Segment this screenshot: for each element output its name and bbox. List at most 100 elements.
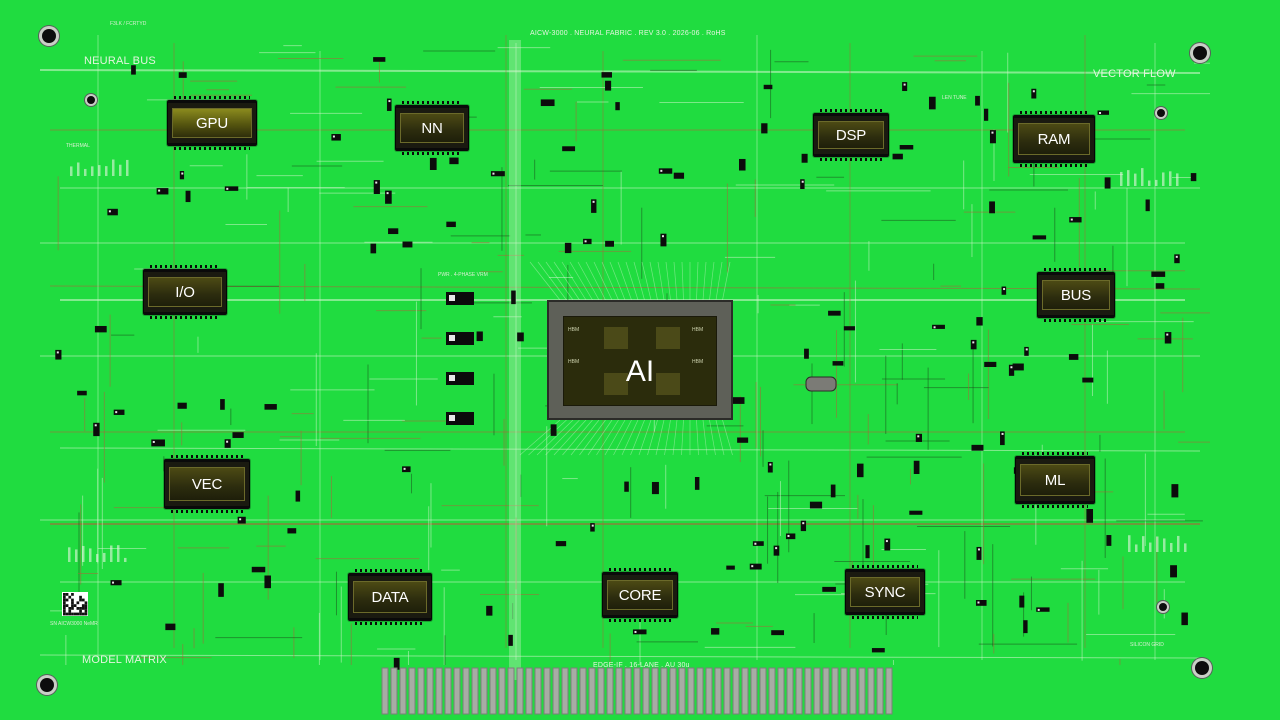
trace	[553, 261, 580, 301]
trace	[709, 419, 716, 456]
via-hole	[87, 96, 95, 104]
edge-finger	[750, 667, 758, 715]
component-pad	[449, 415, 455, 421]
edge-finger	[858, 667, 866, 715]
component-pad	[332, 135, 335, 138]
smd-component	[55, 349, 62, 360]
trace	[715, 261, 723, 301]
edge-finger	[597, 667, 605, 715]
smd-component	[856, 463, 864, 478]
trace	[709, 261, 715, 301]
chip-label-ml: ML	[1044, 471, 1066, 489]
smd-component	[832, 361, 844, 366]
smd-component	[237, 516, 246, 524]
edge-finger	[381, 667, 389, 715]
ai-chip-core-block	[656, 373, 680, 395]
component-pad	[591, 524, 594, 527]
meter-bar	[89, 548, 92, 562]
edge-finger	[561, 667, 569, 715]
edge-finger	[453, 667, 461, 715]
matrix-cell	[84, 607, 88, 610]
smd-component	[517, 332, 524, 342]
smd-component	[983, 108, 989, 121]
trace	[657, 261, 665, 301]
smd-component	[1008, 364, 1015, 376]
matrix-cell	[84, 604, 88, 607]
component-pad	[239, 518, 242, 521]
trace	[664, 419, 671, 456]
edge-finger	[489, 667, 497, 715]
mounting-hole-bottom-left	[40, 678, 54, 692]
smd-component	[77, 390, 87, 396]
smd-component	[767, 461, 773, 473]
matrix-cell	[76, 612, 80, 616]
edge-finger	[678, 667, 686, 715]
matrix-cell	[71, 598, 74, 602]
meter-bar	[98, 165, 101, 176]
matrix-cell	[81, 598, 85, 602]
smd-component	[490, 171, 505, 177]
matrix-cell	[76, 601, 80, 605]
smd-component	[976, 317, 983, 326]
edge-finger	[651, 667, 659, 715]
matrix-cell	[71, 612, 74, 616]
matrix-cell	[79, 609, 82, 613]
meter-bar	[75, 549, 78, 562]
component-pad	[492, 172, 495, 175]
smd-component	[177, 402, 187, 409]
trace	[529, 261, 561, 301]
trace	[665, 261, 671, 301]
edge-finger	[786, 667, 794, 715]
smd-component	[761, 123, 768, 134]
smd-component	[151, 439, 165, 447]
smd-component	[583, 238, 592, 245]
component-pad	[933, 326, 936, 329]
trace	[596, 419, 619, 456]
smd-component	[113, 409, 125, 415]
trace	[715, 419, 725, 456]
smd-component	[385, 190, 392, 204]
trace	[702, 261, 707, 301]
smd-component	[555, 541, 567, 547]
edge-finger	[822, 667, 830, 715]
smd-component	[971, 444, 984, 451]
meter-bar	[1134, 173, 1137, 186]
smd-component	[605, 240, 614, 247]
smd-component	[915, 433, 923, 442]
smd-component	[287, 528, 297, 534]
meter-bar	[1142, 536, 1145, 552]
smd-component	[800, 520, 807, 532]
smd-component	[865, 545, 870, 559]
component-pad	[108, 210, 111, 213]
matrix-cell	[71, 607, 74, 610]
smd-component	[1170, 565, 1177, 578]
meter-bar	[117, 545, 120, 562]
smd-component	[1106, 535, 1112, 546]
edge-finger	[417, 667, 425, 715]
smd-component	[232, 432, 244, 438]
edge-finger	[390, 667, 398, 715]
component-pad	[386, 192, 389, 195]
meter-bar	[1148, 180, 1151, 186]
meter-bar	[1128, 535, 1131, 552]
smd-component	[1001, 286, 1007, 295]
edge-finger	[534, 667, 542, 715]
trace	[696, 261, 699, 301]
chip-label-gpu: GPU	[196, 114, 228, 132]
component-pad	[751, 565, 754, 568]
trace	[587, 419, 613, 456]
smd-component	[800, 179, 805, 190]
matrix-cell	[84, 601, 88, 605]
trace	[702, 419, 708, 456]
trace	[536, 419, 574, 456]
component-pad	[885, 540, 888, 543]
edge-finger	[444, 667, 452, 715]
component-pad	[1037, 608, 1040, 611]
smd-component	[386, 98, 392, 111]
edge-finger	[696, 667, 704, 715]
edge-finger	[435, 667, 443, 715]
edge-connector	[381, 667, 893, 715]
smd-component	[264, 575, 271, 589]
chip-label-data: DATA	[371, 588, 409, 606]
meter-bar	[1149, 542, 1152, 552]
